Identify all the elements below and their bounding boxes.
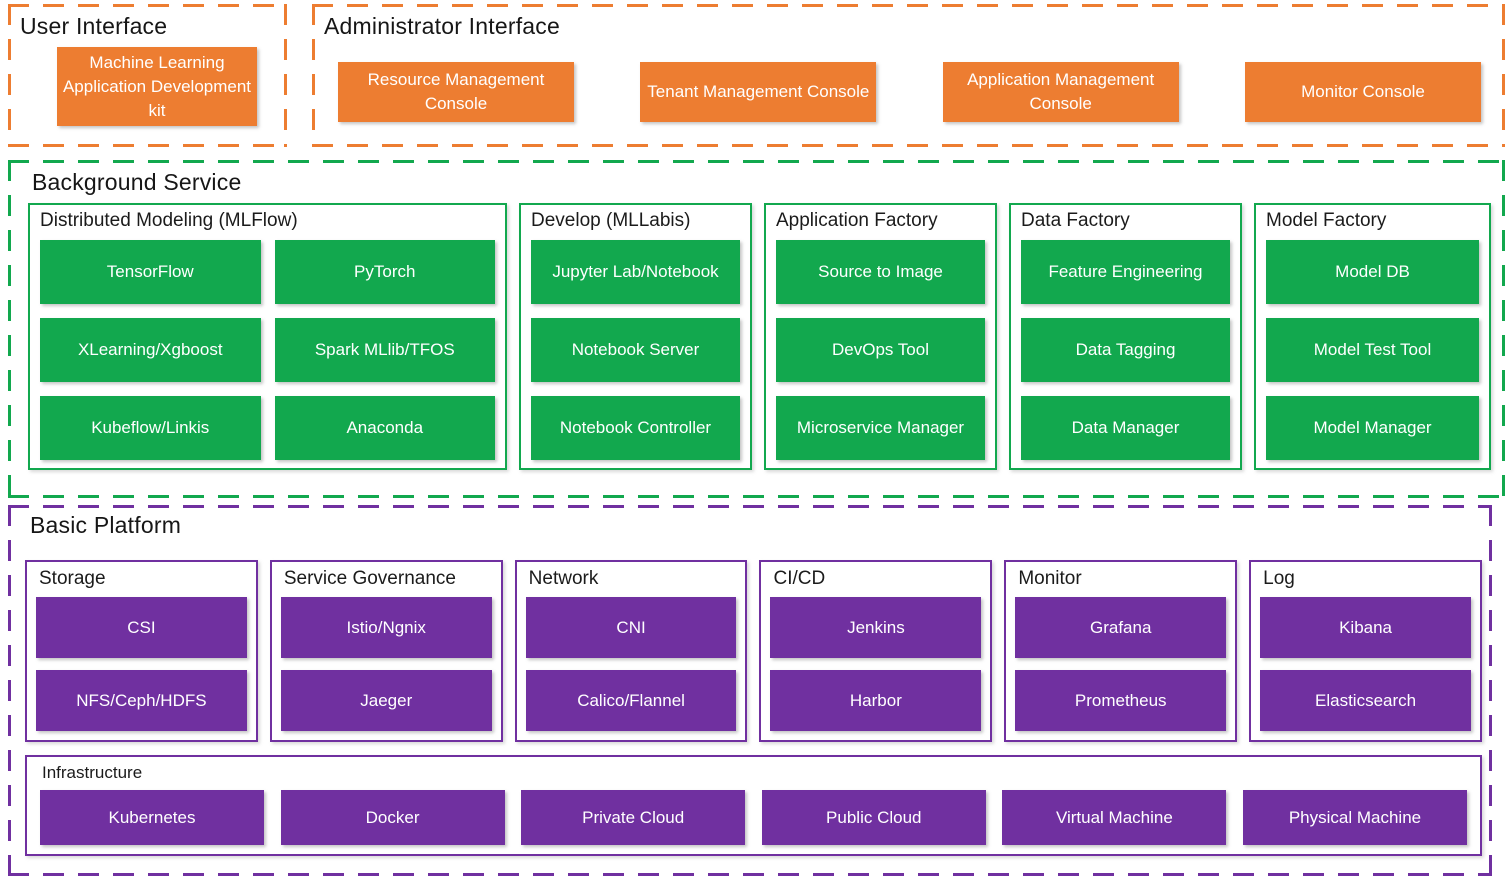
box-elasticsearch: Elasticsearch xyxy=(1260,670,1471,731)
column-data-factory: Data Factory Feature Engineering Data Ta… xyxy=(1009,203,1242,470)
column-title: Network xyxy=(528,568,599,589)
column-items: CSI NFS/Ceph/HDFS xyxy=(27,597,256,731)
column-title: Storage xyxy=(39,568,106,589)
column-network: Network CNI Calico/Flannel xyxy=(514,560,748,742)
box-model-db: Model DB xyxy=(1266,240,1479,304)
column-distributed-modeling: Distributed Modeling (MLFlow) TensorFlow… xyxy=(28,203,507,470)
box-devops-tool: DevOps Tool xyxy=(776,318,985,382)
background-service-columns: Distributed Modeling (MLFlow) TensorFlow… xyxy=(28,203,1491,470)
user-interface-panel: User Interface Machine Learning Applicat… xyxy=(8,4,287,147)
column-title: Develop (MLLabis) xyxy=(531,210,691,231)
column-develop: Develop (MLLabis) Jupyter Lab/Notebook N… xyxy=(519,203,752,470)
box-notebook-server: Notebook Server xyxy=(531,318,740,382)
column-title: Service Governance xyxy=(283,568,456,589)
column-items: TensorFlow PyTorch XLearning/Xgboost Spa… xyxy=(30,240,505,460)
administrator-interface-panel: Administrator Interface Resource Managem… xyxy=(312,4,1505,147)
infrastructure-title: Infrastructure xyxy=(42,763,143,782)
infrastructure-box: Infrastructure Kubernetes Docker Private… xyxy=(25,755,1482,856)
column-title: Monitor xyxy=(1018,568,1082,589)
box-csi: CSI xyxy=(36,597,247,658)
box-model-manager: Model Manager xyxy=(1266,396,1479,460)
box-grafana: Grafana xyxy=(1015,597,1227,658)
box-source-to-image: Source to Image xyxy=(776,240,985,304)
box-public-cloud: Public Cloud xyxy=(761,790,986,845)
column-title: Log xyxy=(1263,568,1295,589)
basic-platform-title: Basic Platform xyxy=(30,512,182,538)
basic-platform-columns: Storage CSI NFS/Ceph/HDFS Service Govern… xyxy=(25,560,1482,742)
column-items: CNI Calico/Flannel xyxy=(517,597,746,731)
box-data-manager: Data Manager xyxy=(1021,396,1230,460)
column-items: Source to Image DevOps Tool Microservice… xyxy=(766,240,995,460)
column-model-factory: Model Factory Model DB Model Test Tool M… xyxy=(1254,203,1491,470)
box-kibana: Kibana xyxy=(1260,597,1471,658)
console-row: Resource Management Console Tenant Manag… xyxy=(338,62,1481,122)
column-items: Model DB Model Test Tool Model Manager xyxy=(1256,240,1489,460)
box-model-test-tool: Model Test Tool xyxy=(1266,318,1479,382)
box-kubernetes: Kubernetes xyxy=(40,790,264,845)
column-items: Feature Engineering Data Tagging Data Ma… xyxy=(1011,240,1240,460)
box-anaconda: Anaconda xyxy=(274,396,495,460)
column-application-factory: Application Factory Source to Image DevO… xyxy=(764,203,997,470)
box-harbor: Harbor xyxy=(770,670,982,731)
box-microservice-manager: Microservice Manager xyxy=(776,396,985,460)
box-tenant-mgmt-console: Tenant Management Console xyxy=(640,62,877,122)
column-service-governance: Service Governance Istio/Ngnix Jaeger xyxy=(269,560,503,742)
column-title: Application Factory xyxy=(776,210,938,231)
box-tensorflow: TensorFlow xyxy=(40,240,261,304)
infrastructure-items: Kubernetes Docker Private Cloud Public C… xyxy=(27,790,1480,845)
box-nfs-ceph-hdfs: NFS/Ceph/HDFS xyxy=(36,670,247,731)
column-items: Grafana Prometheus xyxy=(1006,597,1235,731)
box-calico-flannel: Calico/Flannel xyxy=(525,670,737,731)
box-kubeflow-linkis: Kubeflow/Linkis xyxy=(40,396,261,460)
box-xlearning-xgboost: XLearning/Xgboost xyxy=(40,318,261,382)
box-docker: Docker xyxy=(280,790,505,845)
user-interface-title: User Interface xyxy=(20,13,168,39)
box-pytorch: PyTorch xyxy=(274,240,495,304)
box-cni: CNI xyxy=(525,597,737,658)
column-log: Log Kibana Elasticsearch xyxy=(1249,560,1482,742)
box-prometheus: Prometheus xyxy=(1015,670,1227,731)
column-title: Model Factory xyxy=(1266,210,1387,231)
column-items: Istio/Ngnix Jaeger xyxy=(272,597,501,731)
column-title: Data Factory xyxy=(1021,210,1130,231)
basic-platform-panel: Basic Platform Storage CSI NFS/Ceph/HDFS… xyxy=(8,505,1492,876)
column-title: CI/CD xyxy=(773,568,826,589)
background-service-panel: Background Service Distributed Modeling … xyxy=(8,160,1505,498)
box-spark-mllib-tfos: Spark MLlib/TFOS xyxy=(274,318,495,382)
box-feature-engineering: Feature Engineering xyxy=(1021,240,1230,304)
box-istio-ngnix: Istio/Ngnix xyxy=(280,597,492,658)
column-storage: Storage CSI NFS/Ceph/HDFS xyxy=(25,560,258,742)
box-ml-dev-kit: Machine Learning Application Development… xyxy=(57,47,257,126)
box-app-mgmt-console: Application Management Console xyxy=(942,62,1179,122)
column-items: Jupyter Lab/Notebook Notebook Server Not… xyxy=(521,240,750,460)
box-private-cloud: Private Cloud xyxy=(521,790,746,845)
box-virtual-machine: Virtual Machine xyxy=(1002,790,1227,845)
box-physical-machine: Physical Machine xyxy=(1242,790,1467,845)
administrator-interface-title: Administrator Interface xyxy=(324,13,560,39)
box-jupyter-lab-notebook: Jupyter Lab/Notebook xyxy=(531,240,740,304)
box-monitor-console: Monitor Console xyxy=(1244,62,1481,122)
column-items: Kibana Elasticsearch xyxy=(1251,597,1480,731)
column-title: Distributed Modeling (MLFlow) xyxy=(40,210,298,231)
box-jaeger: Jaeger xyxy=(280,670,492,731)
background-service-title: Background Service xyxy=(32,169,242,195)
box-data-tagging: Data Tagging xyxy=(1021,318,1230,382)
column-cicd: CI/CD Jenkins Harbor xyxy=(759,560,993,742)
box-resource-mgmt-console: Resource Management Console xyxy=(338,62,574,122)
box-jenkins: Jenkins xyxy=(770,597,982,658)
box-notebook-controller: Notebook Controller xyxy=(531,396,740,460)
column-items: Jenkins Harbor xyxy=(761,597,990,731)
column-monitor: Monitor Grafana Prometheus xyxy=(1004,560,1238,742)
